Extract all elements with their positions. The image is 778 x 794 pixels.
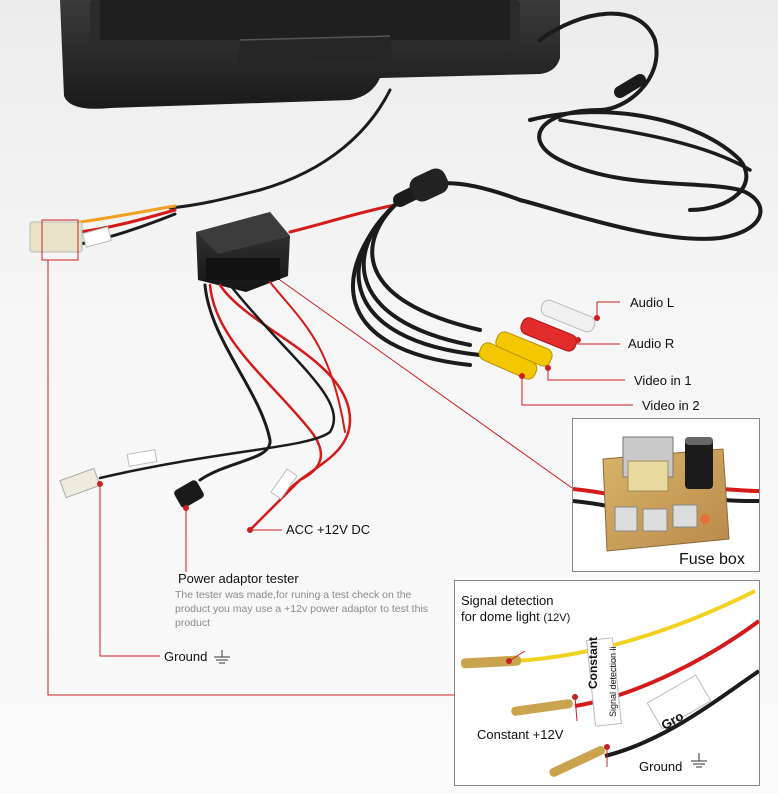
video-cable xyxy=(428,11,763,241)
inset-wires-illustration xyxy=(460,589,759,777)
rca-white-audio-l xyxy=(540,299,596,333)
audio-l-label: Audio L xyxy=(630,295,675,310)
power-tester-note: The tester was made,for runing a test ch… xyxy=(175,589,429,629)
audio-r-label: Audio R xyxy=(628,336,675,351)
constant-12v-label: Constant +12V xyxy=(477,727,564,742)
rca-harness xyxy=(288,168,482,367)
fuse-module xyxy=(196,212,290,292)
tag-constant-text: Constant xyxy=(586,637,600,689)
rca-red-audio-r xyxy=(520,317,578,352)
power-tester-title: Power adaptor tester xyxy=(178,571,299,586)
video-in-1-label: Video in 1 xyxy=(634,373,692,388)
monitor-base xyxy=(60,0,560,109)
signal-detection-label: Signal detection for dome light (12V) xyxy=(461,593,571,624)
lower-wires xyxy=(59,281,352,532)
ground-symbol-icon xyxy=(691,753,707,768)
ground-inset-label: Ground xyxy=(639,759,683,774)
fuse-pcb-illustration xyxy=(572,436,760,552)
tag-signal-text: Signal detection li xyxy=(608,646,618,717)
fuse-box-label: Fuse box xyxy=(679,551,745,568)
power-wires-inset: Signal detection for dome light (12V) Co… xyxy=(454,580,760,786)
rca-yellow-video-2 xyxy=(478,342,538,380)
power-lead xyxy=(29,88,392,253)
pointer-lines xyxy=(41,219,633,696)
fuse-box-inset: Fuse box xyxy=(572,418,760,572)
acc-label: ACC +12V DC xyxy=(286,522,371,537)
video-in-2-label: Video in 2 xyxy=(642,398,700,413)
ground-main-label: Ground xyxy=(164,649,208,664)
ground-symbol-icon xyxy=(214,650,230,664)
